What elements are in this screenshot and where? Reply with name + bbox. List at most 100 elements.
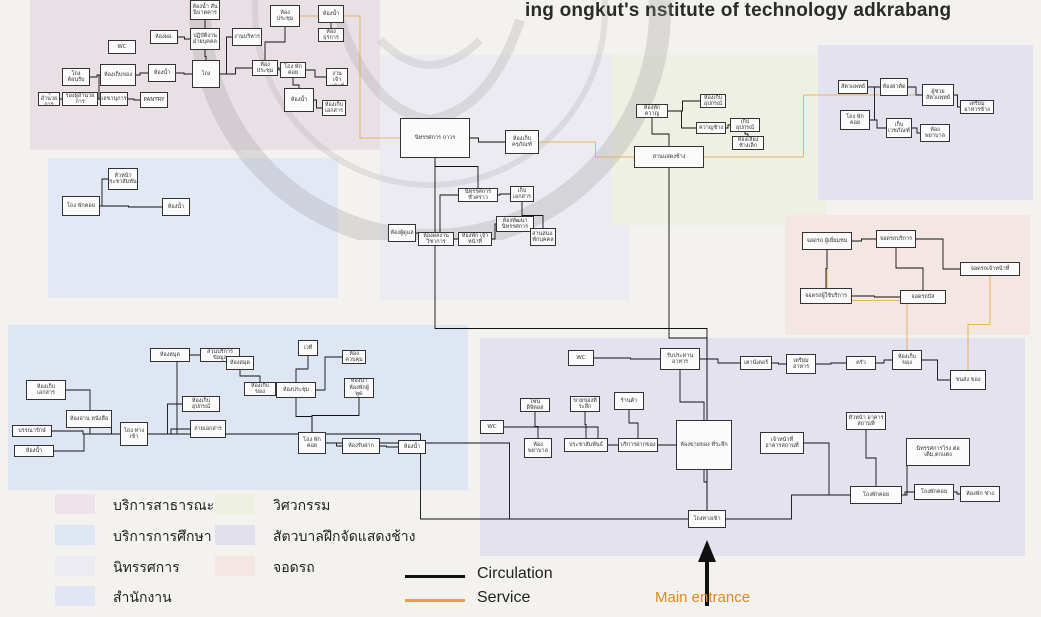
- diagram-node: เก็บอุปกรณ์: [730, 118, 760, 132]
- diagram-node: จอดรถบัส: [900, 290, 946, 304]
- legend-label: วิศวกรรม: [273, 498, 331, 514]
- diagram-node: ห้อง พยาบาล: [524, 438, 552, 458]
- circulation-line: [581, 357, 680, 360]
- diagram-node: ผู้อำนวยการ: [38, 92, 60, 106]
- diagram-node: ร้านค้า: [614, 392, 644, 410]
- diagram-node: ห้องน้ำ: [148, 64, 176, 82]
- diagram-node: จอดรถผู้ใช้บริการ: [800, 288, 852, 304]
- circulation-line: [584, 404, 587, 445]
- circulation-line: [895, 239, 924, 297]
- diagram-node: เตรียม อาหาร: [786, 354, 816, 374]
- diagram-node: จอดรถบริการ: [876, 230, 916, 248]
- diagram-node: ถ่ายเอกสาร: [190, 420, 226, 438]
- legend-swatch: [55, 556, 95, 576]
- circulation-line: [312, 442, 707, 520]
- legend-label: นิทรรศการ: [113, 560, 180, 576]
- main-entrance-label: Main entrance: [655, 589, 751, 606]
- diagram-node: ห้องน้ำ สันนิบาตคาร: [190, 0, 220, 20]
- diagram-node: เจ้าหน้าที่ อาคารสถานที่: [760, 432, 804, 454]
- diagram-node: โถง ทางเข้า: [120, 422, 148, 446]
- diagram-node: ครัว: [846, 356, 876, 370]
- diagram-node: ห้องเก็บ ครุภัณฑ์: [505, 130, 539, 154]
- legend-swatch: [215, 525, 255, 545]
- diagram-node: ห้องสมุด: [226, 356, 254, 370]
- diagram-node: ควาญช้าง: [696, 122, 726, 134]
- diagram-node: PANTRY: [140, 92, 168, 108]
- diagram-node: ห้องเก็บ อุปกรณ์: [182, 396, 220, 412]
- legend-line: [405, 599, 465, 602]
- diagram-node: โถง พักคอย: [62, 196, 100, 216]
- legend-label: บริการสาธารณะ: [113, 498, 215, 514]
- legend-line: [405, 575, 465, 578]
- diagram-node: ห้องพัก ช่าง: [960, 486, 1000, 502]
- circulation-line: [134, 433, 707, 520]
- diagram-node: ห้องน้ำ: [14, 445, 54, 457]
- legend-swatch: [55, 525, 95, 545]
- legend-label: สำนักงาน: [113, 590, 172, 606]
- diagram-node: โถงทางเข้า: [688, 510, 726, 528]
- diagram-node: โถง พักคอย: [280, 62, 306, 78]
- diagram-node: หัวหน้า อาคารสถานที่: [846, 412, 886, 430]
- diagram-node: ห้องธุรการ: [318, 28, 344, 42]
- diagram-node: สัตวแพทย์: [838, 80, 868, 94]
- circulation-line: [707, 494, 876, 520]
- diagram-node: เก็บ เอกสาร: [510, 186, 534, 202]
- diagram-node: ห้องผอ.: [150, 30, 178, 44]
- service-line: [967, 269, 991, 380]
- legend-swatch: [215, 556, 255, 576]
- diagram-node: WC: [480, 420, 504, 434]
- diagram-node: เคาน์เตอร์: [740, 356, 772, 370]
- diagram-node: ผู้ช่วยสัตวแพทย์: [922, 84, 954, 106]
- diagram-node: หัวหน้า ประชาสัมพันธ์: [108, 168, 138, 190]
- diagram-node: ห้องผลงาน วิชาการ: [418, 232, 454, 246]
- diagram-node: งานบริหาร: [232, 28, 262, 46]
- legend-swatch: [215, 494, 255, 514]
- circulation-line: [521, 194, 544, 237]
- diagram-node: WC: [568, 350, 594, 366]
- circulation-line: [311, 388, 360, 443]
- diagram-node: ห้องผ่าตัด: [880, 78, 908, 96]
- diagram-node: บริการฝากของ: [618, 438, 658, 452]
- diagram-node: ห้องสมุด: [150, 348, 190, 362]
- diagram-node: สานแสดงช้าง: [634, 146, 704, 168]
- diagram-node: โถงพักคอย: [914, 484, 954, 500]
- main-entrance-arrowhead: [698, 540, 716, 562]
- circulation-line: [81, 205, 176, 208]
- diagram-node: ห้องประชุม: [276, 382, 316, 398]
- service-line: [522, 141, 669, 158]
- legend-line-label: Service: [477, 589, 531, 606]
- diagram-node: ห้องพักควาญ: [636, 104, 668, 118]
- diagram-node: ห้องรับฝาก: [342, 438, 380, 454]
- diagram-node: นิทรรศการ ถาวร: [400, 118, 470, 158]
- circulation-line: [534, 405, 539, 448]
- zone-office: [48, 158, 338, 298]
- diagram-node: โถง: [192, 60, 220, 88]
- circulation-line: [206, 67, 265, 75]
- legend-label: จอดรถ: [273, 560, 315, 576]
- diagram-node: รับประทาน อาหาร: [660, 348, 700, 370]
- diagram-node: ห้องเก็บของ: [244, 382, 276, 396]
- circulation-line: [295, 348, 309, 390]
- legend-swatch: [55, 586, 95, 606]
- diagram-node: ห้องเลี้ยง ช้างเล็ก: [732, 136, 764, 150]
- diagram-node: ห้องเก็บเอกสาร: [26, 380, 66, 400]
- diagram-node: WC: [108, 40, 136, 54]
- legend-swatch: [55, 494, 95, 514]
- diagram-node: ห้องเก็บ อุปกรณ์: [700, 94, 726, 108]
- diagram-node: ห้องน้ำ: [398, 440, 426, 454]
- diagram-node: ขนส่ง ของ: [950, 370, 986, 390]
- diagram-node: โซนดิจิตอล: [520, 398, 550, 412]
- diagram-node: จอดรถ ผู้เยี่ยมชม: [802, 232, 852, 250]
- diagram-node: เลขานุการ: [100, 92, 128, 106]
- diagram-node: ห้องพัฒนา นิทรรศการ: [496, 216, 534, 232]
- diagram-node: โถงพักคอย: [850, 486, 902, 504]
- legend-label: สัตวบาลฝึกจัดแสดงช้าง: [273, 529, 416, 545]
- zone-exhibition: [380, 55, 630, 300]
- diagram-node: ห้องเก็บเอกสาร: [322, 100, 346, 116]
- diagram-node: โถงต้อนรับ: [62, 68, 90, 86]
- diagram-node: เตรียม อาหารช้าง: [960, 100, 994, 114]
- diagram-node: ห้องประชุม: [252, 60, 278, 76]
- diagram-node: ห้องน้ำ: [318, 5, 344, 23]
- diagram-node: ห้องผู้ดูแล: [388, 224, 416, 242]
- diagram-node: จอดรถเจ้าหน้าที่: [960, 262, 1020, 276]
